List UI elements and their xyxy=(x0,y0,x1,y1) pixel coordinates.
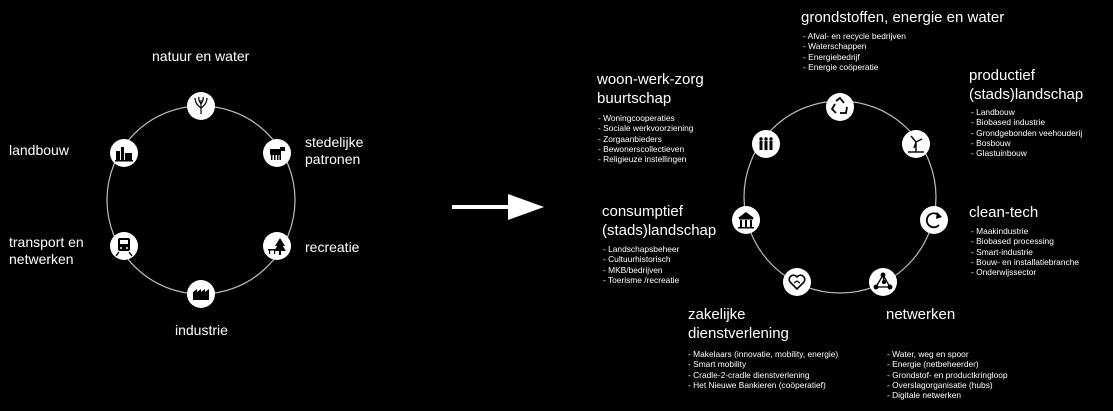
list-item: - Landschapsbeheer xyxy=(603,244,680,254)
recycle-icon xyxy=(826,93,854,121)
node-list-clean-tech: - Maakindustrie - Biobased processing - … xyxy=(971,226,1079,277)
list-item: - Zorgaanbieders xyxy=(598,133,662,144)
node-list-grondstoffen: - Afval- en recycle bedrijven - Watersch… xyxy=(803,31,906,72)
node-label-transport-en-netwerken: transport en netwerken xyxy=(9,234,84,267)
list-item: - Waterschappen xyxy=(803,41,867,52)
list-item: - Woningcooperaties xyxy=(598,113,675,123)
farm-icon xyxy=(110,139,138,167)
list-item: - Bosbouw xyxy=(971,137,1011,148)
node-label-industrie: industrie xyxy=(175,322,228,338)
list-item: - Grondgebonden veehouderij xyxy=(971,127,1083,138)
windmill-icon xyxy=(902,130,930,158)
list-item: - Biobased industrie xyxy=(971,117,1046,128)
list-item: - Het Nieuwe Bankieren (coöperatief) xyxy=(688,379,826,390)
list-item: - Afval- en recycle bedrijven xyxy=(803,31,906,41)
left-cycle-ring xyxy=(106,105,296,295)
node-label-recreatie: recreatie xyxy=(305,239,360,255)
train-icon xyxy=(110,232,138,260)
list-item: - Cultuurhistorisch xyxy=(603,254,671,265)
list-item: - Sociale werkvoorziening xyxy=(598,123,694,134)
list-item: - Glastuinbouw xyxy=(971,148,1027,159)
refresh-icon xyxy=(920,206,948,234)
list-item: - Digitale netwerken xyxy=(887,390,962,401)
node-label-landbouw: landbouw xyxy=(9,142,69,158)
node-list-woon-werk-zorg: - Woningcooperaties - Sociale werkvoorzi… xyxy=(598,113,693,164)
list-item: - Grondstof- en productkringloop xyxy=(887,369,1008,380)
list-item: - Overslagorganisatie (hubs) xyxy=(887,379,993,390)
node-title-woon-werk-zorg: woon-werk-zorg buurtschap xyxy=(597,71,704,107)
list-item: - Makelaars (innovatie, mobility, energi… xyxy=(688,349,839,359)
node-label-natuur-en-water: natuur en water xyxy=(152,48,250,64)
list-item: - Biobased processing xyxy=(971,236,1054,247)
list-item: - Onderwijssector xyxy=(971,267,1037,278)
right-cycle-ring xyxy=(743,100,937,294)
node-title-productief-landschap: productief (stads)landschap xyxy=(969,67,1084,103)
list-item: - Smart mobility xyxy=(688,359,747,370)
node-label-stedelijke-patronen: stedelijke patronen xyxy=(305,134,364,167)
transition-arrow xyxy=(452,194,544,220)
people-icon xyxy=(752,130,780,158)
list-item: - Energie coöperatie xyxy=(803,61,879,72)
list-item: - Maakindustrie xyxy=(971,226,1029,236)
node-list-productief-landschap: - Landbouw - Biobased industrie - Grondg… xyxy=(971,107,1082,158)
list-item: - Bouw- en installatiebranche xyxy=(971,256,1080,267)
list-item: - Cradle-2-cradle dienstverlening xyxy=(688,369,810,380)
list-item: - Energiebedrijf xyxy=(803,51,860,62)
node-title-clean-tech: clean-tech xyxy=(969,204,1039,221)
plant-icon xyxy=(187,92,215,120)
list-item: - Water, weg en spoor xyxy=(887,349,969,359)
node-list-netwerken: - Water, weg en spoor - Energie (netbehe… xyxy=(887,349,1008,400)
market-icon xyxy=(732,206,760,234)
handshake-heart-icon xyxy=(783,268,811,296)
node-list-zakelijke-dienstverlening: - Makelaars (innovatie, mobility, energi… xyxy=(688,349,838,390)
picnic-tree-icon xyxy=(263,232,291,260)
node-list-consumptief-landschap: - Landschapsbeheer - Cultuurhistorisch -… xyxy=(603,244,679,285)
list-item: - Landbouw xyxy=(971,107,1015,117)
network-icon xyxy=(869,268,897,296)
factory-icon xyxy=(187,280,215,308)
cow-icon xyxy=(263,139,291,167)
list-item: - Smart-industrie xyxy=(971,246,1033,257)
node-title-zakelijke-dienstverlening: zakelijke dienstverlening xyxy=(688,306,789,342)
list-item: - Bewonerscollectieven xyxy=(598,143,685,154)
list-item: - Religieuze instellingen xyxy=(598,154,687,165)
list-item: - MKB/bedrijven xyxy=(603,264,663,275)
list-item: - Energie (netbeheerder) xyxy=(887,359,979,370)
node-title-grondstoffen: grondstoffen, energie en water xyxy=(801,9,1005,26)
node-title-consumptief-landschap: consumptief (stads)landschap xyxy=(602,203,717,239)
node-title-netwerken: netwerken xyxy=(886,306,956,323)
list-item: - Toerisme /recreatie xyxy=(603,274,680,285)
